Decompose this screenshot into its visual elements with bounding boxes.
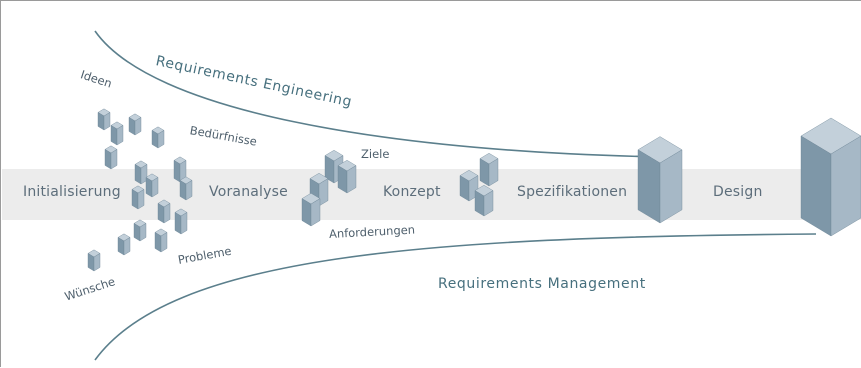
cube-block: [800, 117, 861, 237]
cube-block: [474, 184, 494, 217]
cube-right-face: [180, 212, 188, 235]
requirements-engineering-curve: [94, 30, 662, 158]
cube-block: [145, 173, 159, 198]
cube-right-face: [346, 165, 357, 194]
cube-block: [154, 228, 168, 253]
cube-block: [637, 136, 683, 224]
cube-block: [173, 156, 187, 183]
cube-left-face: [157, 203, 165, 224]
cube-right-face: [123, 237, 131, 256]
requirements-management-curve: [94, 233, 817, 361]
cube-right-face: [93, 253, 101, 272]
cube-block: [128, 113, 142, 136]
cube-block: [133, 219, 147, 242]
phase-spezifikationen: Spezifikationen: [517, 184, 628, 200]
cube-right-face: [163, 203, 171, 224]
phase-konzept: Konzept: [383, 184, 441, 200]
cube-block: [134, 160, 148, 185]
cube-left-face: [179, 180, 187, 201]
cube-block: [131, 185, 145, 210]
cube-block: [151, 126, 165, 149]
cube-block: [117, 233, 131, 256]
cube-left-face: [154, 232, 162, 253]
cube-right-face: [157, 130, 165, 149]
cube-right-face: [134, 117, 142, 136]
cube-block: [179, 176, 193, 201]
cube-block: [97, 108, 111, 131]
cube-block: [87, 249, 101, 272]
cube-left-face: [134, 164, 142, 185]
cube-right-face: [137, 189, 145, 210]
cube-left-face: [174, 212, 182, 235]
cube-right-face: [151, 177, 159, 198]
phase-design: Design: [713, 184, 763, 200]
cube-left-face: [110, 125, 118, 146]
cube-right-face: [483, 190, 494, 217]
cube-group: [87, 108, 861, 272]
cube-left-face: [173, 160, 181, 183]
cube-right-face: [110, 149, 118, 170]
phase-initialisierung: Initialisierung: [23, 184, 121, 200]
cube-right-face: [830, 135, 861, 237]
cube-right-face: [659, 149, 683, 224]
cube-block: [157, 199, 171, 224]
cube-left-face: [145, 177, 153, 198]
cube-block: [301, 192, 321, 227]
cube-right-face: [139, 223, 147, 242]
cube-block: [479, 152, 499, 187]
cube-right-face: [310, 198, 321, 227]
cube-right-face: [116, 125, 124, 146]
cube-right-face: [103, 112, 111, 131]
cube-right-face: [488, 158, 499, 187]
label-requirements-management: Requirements Management: [438, 276, 646, 292]
cube-block: [110, 121, 124, 146]
cube-right-face: [185, 180, 193, 201]
tag-ziele: Ziele: [361, 147, 390, 161]
cube-block: [174, 208, 188, 235]
cube-block: [337, 159, 357, 194]
cube-right-face: [160, 232, 168, 253]
cube-block: [104, 145, 118, 170]
cube-left-face: [131, 189, 139, 210]
cube-left-face: [104, 149, 112, 170]
phase-voranalyse: Voranalyse: [209, 184, 288, 200]
